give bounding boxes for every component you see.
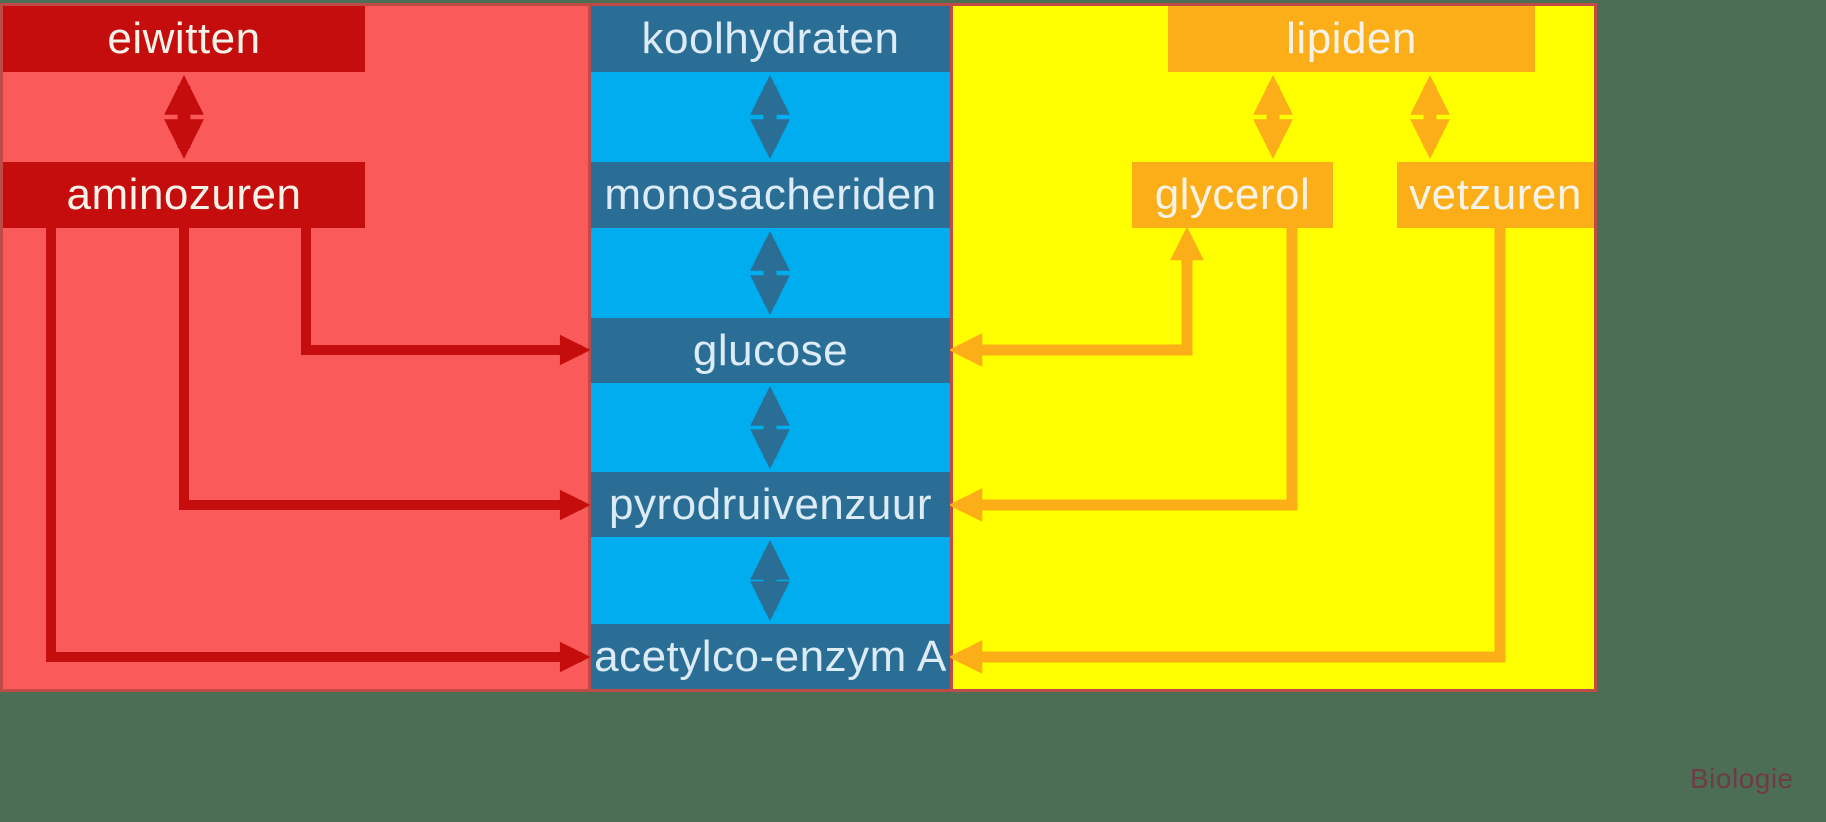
node-monosacheriden: monosacheriden xyxy=(591,162,950,228)
node-eiwitten: eiwitten xyxy=(3,6,365,72)
node-koolhydraten: koolhydraten xyxy=(591,6,950,72)
arrow-vetzuren-acetylco xyxy=(948,228,1506,674)
node-lipiden: lipiden xyxy=(1168,6,1535,72)
node-glucose: glucose xyxy=(591,318,950,383)
arrow-glucose-glycerol xyxy=(948,226,1204,367)
node-pyrodruivenzuur: pyrodruivenzuur xyxy=(591,472,950,537)
arrow-glycerol-pyrodruivenzuur xyxy=(948,228,1298,522)
node-acetylco-enzym-a: acetylco-enzym A xyxy=(591,624,950,689)
watermark-biologie: Biologie xyxy=(1690,763,1794,794)
arrow-aminozuren-glucose xyxy=(301,228,591,366)
arrow-aminozuren-acetylco xyxy=(46,228,591,673)
node-glycerol: glycerol xyxy=(1132,162,1333,228)
arrow-aminozuren-pyrodruivenzuur xyxy=(179,228,591,521)
node-vetzuren: vetzuren xyxy=(1397,162,1594,228)
node-aminozuren: aminozuren xyxy=(3,162,365,228)
